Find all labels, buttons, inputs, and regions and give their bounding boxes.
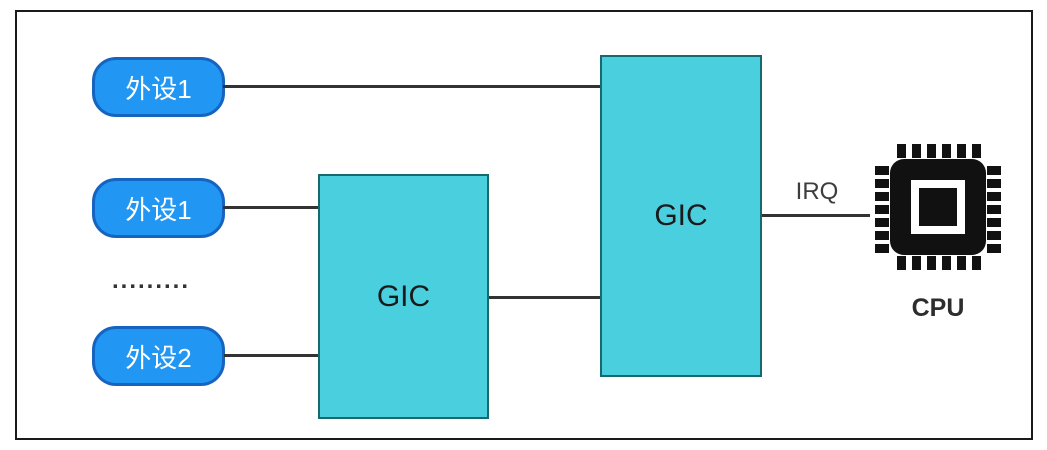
cpu-chip-icon: [875, 144, 1001, 270]
diagram-frame: 外设1 外设1 ......... 外设2 GIC GIC IRQ: [15, 10, 1033, 440]
peripheral-label: 外设1: [125, 194, 192, 225]
peripheral-node-2: 外设1: [92, 178, 225, 238]
peripheral-node-1: 外设1: [92, 57, 225, 117]
wire-irq-gic-large-to-cpu: [762, 214, 870, 217]
more-peripherals-ellipsis: .........: [112, 267, 191, 294]
wire-peripheral2-to-gic-small: [223, 206, 318, 209]
peripheral-node-3: 外设2: [92, 326, 225, 386]
cpu-label: CPU: [911, 294, 965, 322]
peripheral-label: 外设2: [125, 342, 192, 373]
gic-label: GIC: [654, 199, 708, 232]
irq-signal-label: IRQ: [795, 178, 839, 205]
wire-peripheral3-to-gic-small: [224, 354, 318, 357]
wire-peripheral1-to-gic-large: [223, 85, 600, 88]
gic-node-secondary: GIC: [318, 174, 489, 419]
gic-node-primary: GIC: [600, 55, 762, 377]
peripheral-label: 外设1: [125, 73, 192, 104]
gic-label: GIC: [376, 279, 431, 313]
wire-gic-small-to-gic-large: [489, 296, 600, 299]
